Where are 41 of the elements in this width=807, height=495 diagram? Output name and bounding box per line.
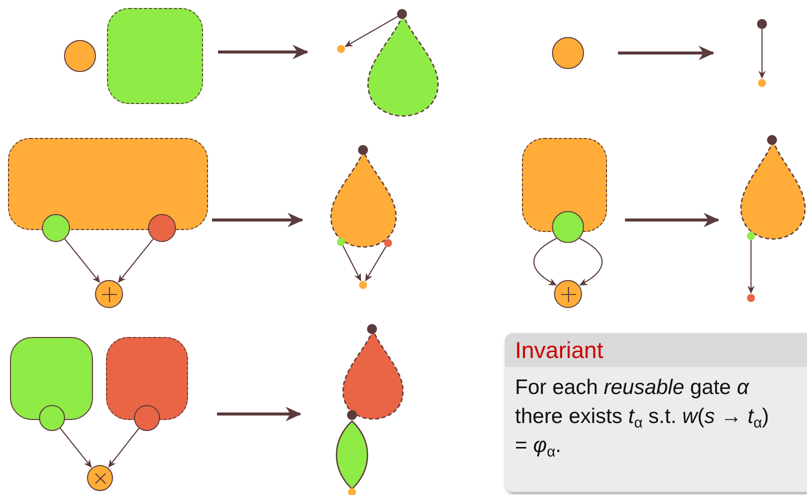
dot [758, 79, 766, 87]
arrow [533, 238, 558, 286]
circle-node [367, 324, 377, 334]
circle-node [397, 9, 407, 19]
arrow [60, 428, 92, 468]
theorem-panel [505, 333, 807, 492]
arrow [365, 246, 386, 282]
arrow [625, 212, 720, 228]
dot [337, 238, 345, 246]
arrow [342, 245, 362, 282]
arrow [758, 29, 766, 79]
arrow [64, 238, 100, 283]
rounded-box [107, 8, 203, 104]
circle-node [64, 40, 96, 72]
arrow [217, 406, 302, 422]
arrow [618, 46, 715, 60]
arrow [218, 44, 309, 60]
rounded-box [10, 337, 93, 420]
dot [384, 239, 392, 247]
dot [348, 488, 356, 495]
panel-text: For each reusable gate α there exists t$_{α}$ s.t. w(s → t$_{α}$) = φ$_{α}$. [514, 375, 770, 462]
arrow [344, 16, 398, 47]
circle-node [552, 37, 584, 69]
rounded-box [522, 138, 607, 232]
circle-node [347, 410, 357, 420]
rounded-box [8, 138, 208, 230]
arrow [118, 238, 154, 283]
panel-title: Invariant [505, 333, 807, 367]
rounded-box [106, 337, 188, 420]
arrow [108, 428, 140, 468]
circle-node [767, 135, 777, 145]
arrow [578, 238, 603, 286]
circle-node [134, 405, 160, 431]
circle-node [757, 19, 767, 29]
arrow [212, 212, 304, 228]
dot [747, 232, 755, 240]
circle-node [358, 145, 368, 155]
arrow [747, 240, 755, 294]
dot [337, 45, 345, 53]
dot [359, 281, 367, 289]
dot [747, 294, 755, 302]
